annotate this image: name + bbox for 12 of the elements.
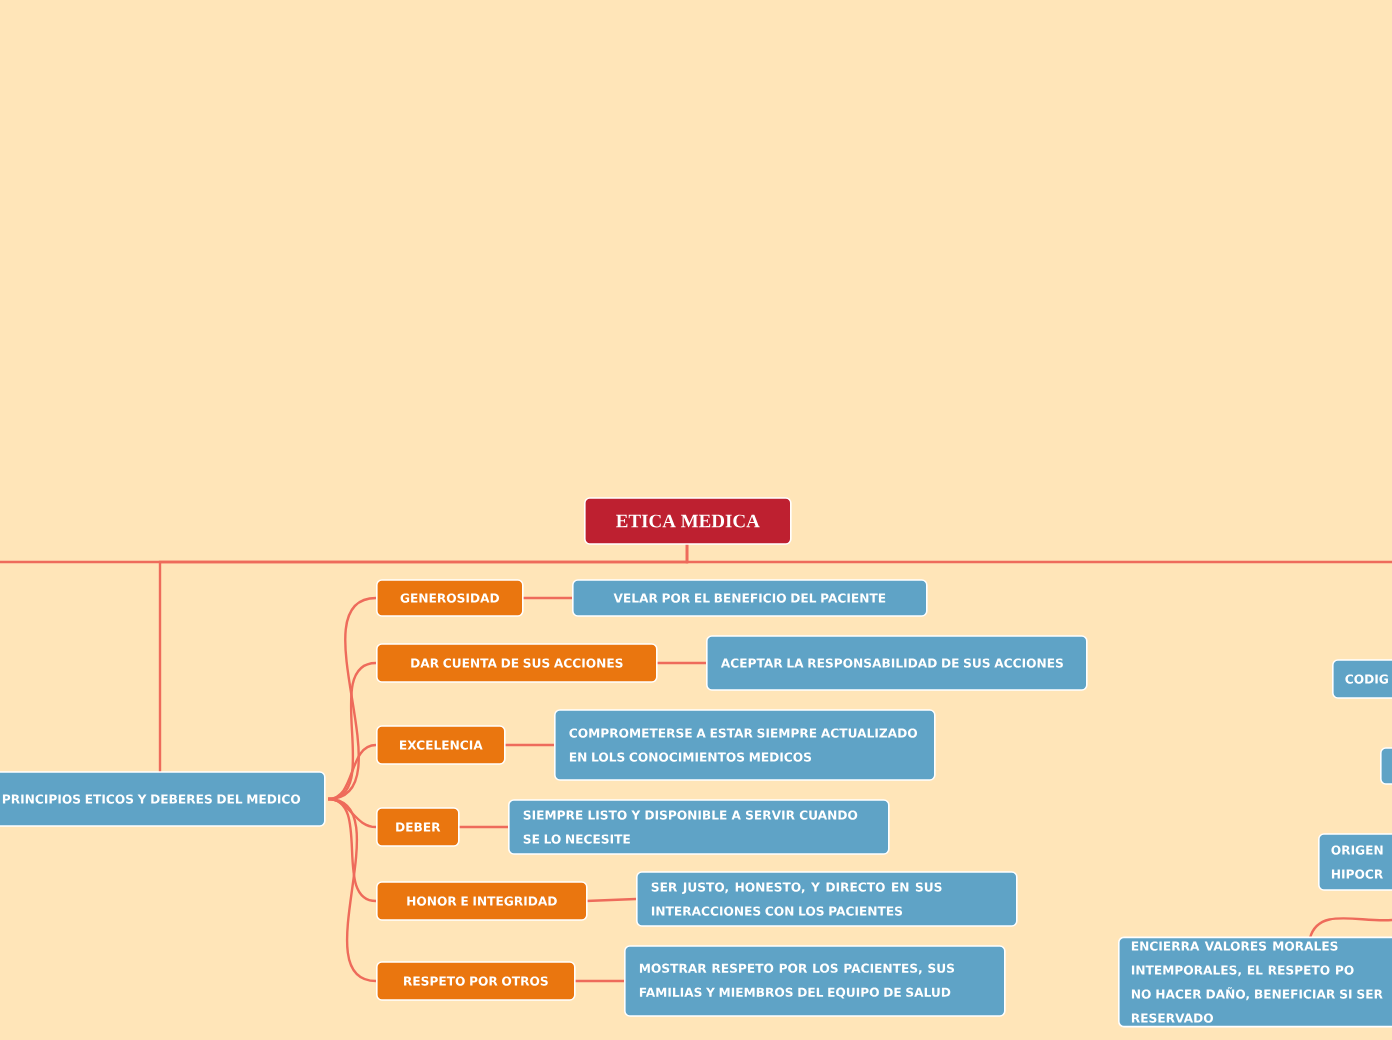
connector xyxy=(656,661,706,665)
connector xyxy=(522,596,572,600)
connector xyxy=(585,897,637,903)
topic-box xyxy=(1380,747,1392,785)
connector xyxy=(0,544,689,564)
connector xyxy=(327,743,377,801)
connector xyxy=(574,979,624,983)
connector xyxy=(458,825,508,829)
title-box: ETICA MEDICA xyxy=(584,497,792,545)
connector xyxy=(504,743,554,747)
connector xyxy=(327,797,377,983)
connector xyxy=(1308,917,1392,939)
